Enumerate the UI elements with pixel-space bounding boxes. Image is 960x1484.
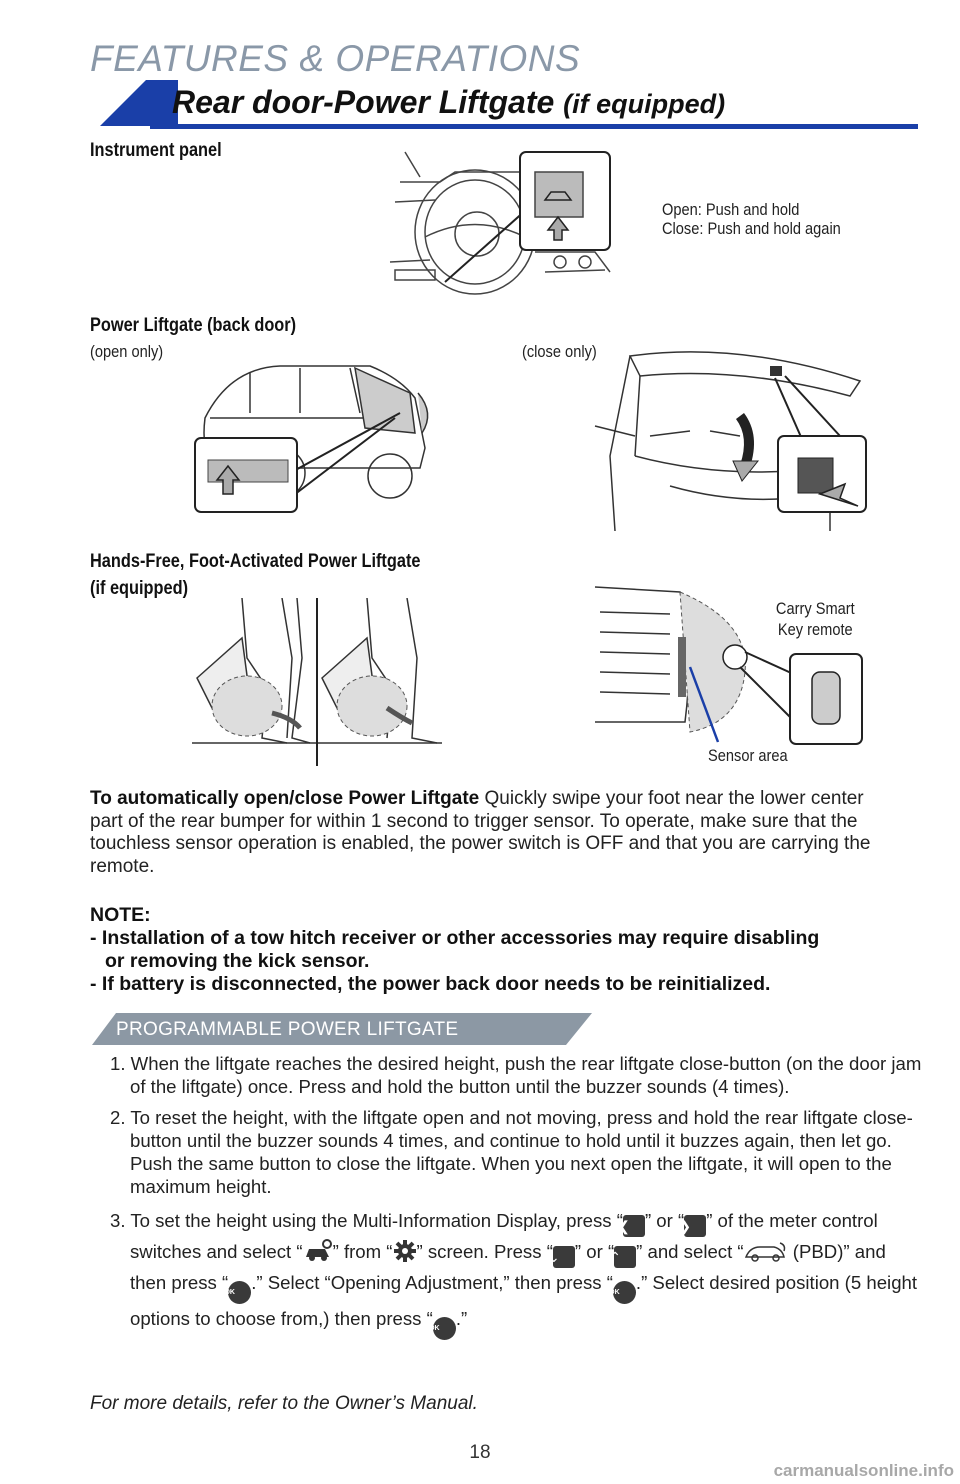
step3-text-f: ” or “ (574, 1241, 615, 1262)
note-line1: - Installation of a tow hitch receiver o… (90, 927, 820, 949)
step3-text-c: ” of the meter control switches and sele… (130, 1210, 878, 1262)
vehicle-settings-icon (305, 1239, 332, 1261)
hands-free-heading: Hands-Free, Foot-Activated Power Liftgat… (90, 548, 420, 602)
close-only-label: (close only) (522, 342, 597, 361)
step3-text-d: ” from “ (332, 1241, 393, 1262)
step3-text-j: .” Select desired position (5 height opt… (130, 1272, 918, 1329)
gear-icon (393, 1240, 416, 1262)
note-block: NOTE: - Installation of a tow hitch rece… (90, 904, 930, 996)
chevron-down-icon: ⌄ (548, 1246, 575, 1268)
ok-button-icon: OK (609, 1281, 636, 1304)
note-line1b: or removing the kick sensor. (105, 950, 370, 972)
chevron-up-icon: ⌃ (609, 1246, 637, 1268)
auto-open-lead: To automatically open/close Power Liftga… (90, 788, 480, 809)
hands-free-heading-line1: Hands-Free, Foot-Activated Power Liftgat… (90, 551, 421, 572)
programmable-tab-label: PROGRAMMABLE POWER LIFTGATE (116, 1019, 459, 1040)
chevron-right-icon: ❯ (679, 1215, 707, 1237)
power-back-door-icon (744, 1242, 785, 1262)
carry-line2: Key remote (777, 620, 853, 639)
ok-button-icon: OK (429, 1317, 456, 1340)
instrument-panel-illustration (385, 142, 625, 297)
suv-rear-illustration (190, 358, 440, 518)
sensor-area-illustration (590, 582, 870, 762)
hands-free-heading-line2: (if equipped) (90, 578, 189, 599)
auto-open-text: Quickly swipe your foot near the lower c… (90, 788, 871, 877)
step-2: 2. To reset the height, with the liftgat… (110, 1107, 913, 1197)
step3-text-k: .” (455, 1308, 468, 1329)
open-instruction: Open: Push and hold (662, 200, 800, 219)
step-1: 1. When the liftgate reaches the desired… (110, 1053, 922, 1097)
note-line2: - If battery is disconnected, the power … (90, 973, 771, 995)
watermark: carmanualsonline.info (773, 1461, 954, 1480)
title-banner-accent (100, 80, 178, 126)
page-title: Rear door-Power Liftgate (if equipped) (172, 84, 725, 121)
note-title: NOTE: (90, 904, 151, 926)
step3-text-h: (PBD)” and then press “ (130, 1241, 886, 1293)
foot-swipe-illustration (192, 598, 442, 768)
carry-line1: Carry Smart (775, 599, 855, 618)
step3-text-b: ” or “ (644, 1210, 685, 1231)
chevron-left-icon: ❮ (618, 1215, 645, 1237)
title-banner-underline (150, 124, 918, 129)
carry-smart-key-label: Carry Smart Key remote (768, 598, 863, 640)
sensor-area-label: Sensor area (708, 746, 788, 765)
step3-text-e: ” screen. Press “ (416, 1241, 553, 1262)
step3-text-g: ” and select “ (636, 1241, 744, 1262)
step3-text-a: 3. To set the height using the Multi-Inf… (110, 1210, 623, 1231)
section-title: FEATURES & OPERATIONS (90, 38, 581, 79)
step3-text-i: .” Select “Opening Adjustment,” then pre… (251, 1272, 613, 1293)
page-title-main: Rear door-Power Liftgate (172, 84, 555, 120)
step-3: 3. To set the height using the Multi-Inf… (110, 1206, 922, 1340)
instrument-panel-instructions: Open: Push and hold Close: Push and hold… (662, 200, 841, 238)
instrument-panel-heading: Instrument panel (90, 140, 222, 161)
auto-open-paragraph: To automatically open/close Power Liftga… (90, 788, 890, 878)
liftgate-interior-illustration (590, 336, 870, 531)
power-liftgate-heading: Power Liftgate (back door) (90, 315, 297, 336)
page-title-suffix: (if equipped) (563, 89, 726, 119)
programmable-tab-background (92, 1013, 592, 1045)
close-instruction: Close: Push and hold again (662, 219, 841, 238)
page-number: 18 (469, 1442, 491, 1463)
programmable-steps: 1. When the liftgate reaches the desired… (110, 1052, 922, 1348)
owners-manual-reference: For more details, refer to the Owner’s M… (90, 1393, 478, 1414)
ok-button-icon: OK (224, 1281, 252, 1304)
open-only-label: (open only) (90, 342, 164, 361)
